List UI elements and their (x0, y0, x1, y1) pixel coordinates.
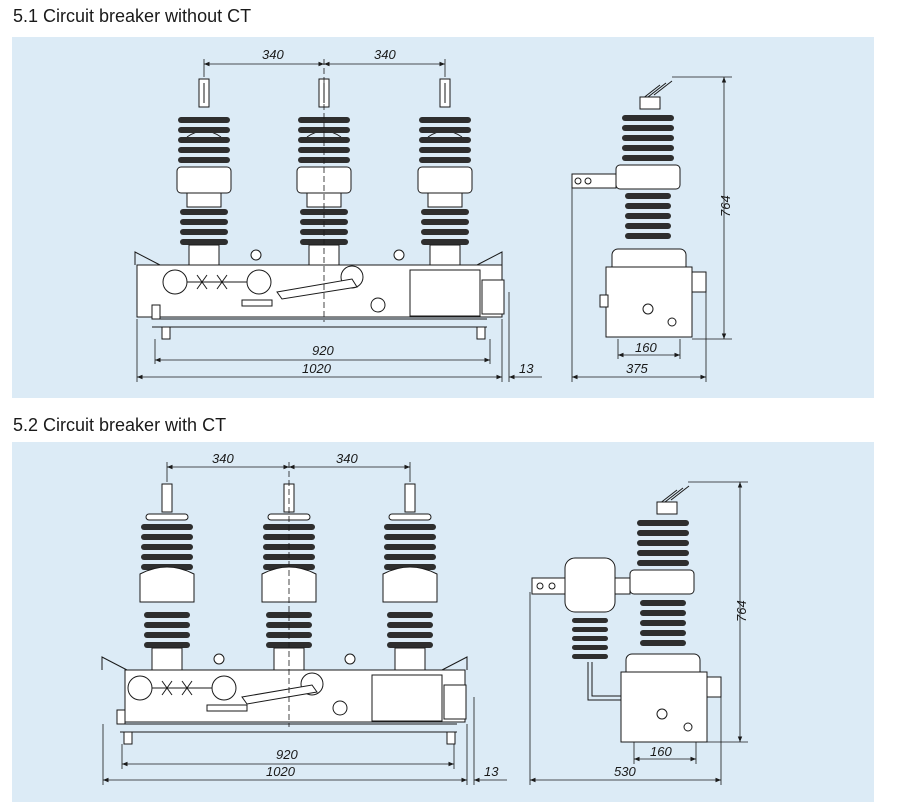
front-view (134, 78, 505, 340)
dim-frame-width-ct: 920 (276, 747, 298, 762)
dim-base-width: 160 (635, 340, 657, 355)
side-view-ct (531, 485, 722, 743)
breaker-frame-ct (101, 653, 468, 745)
dim-frame-width: 920 (312, 343, 334, 358)
dim-overall-width: 1020 (302, 361, 332, 376)
side-dimensions-ct (529, 481, 748, 785)
dim-height-ct: 764 (734, 600, 749, 622)
dim-offset-ct: 13 (484, 764, 499, 779)
drawing-panel-without-ct: 340 340 920 1020 13 (12, 37, 874, 398)
dim-depth: 375 (626, 361, 648, 376)
pole-3 (417, 78, 473, 266)
side-view (571, 80, 707, 338)
pole-2 (296, 78, 352, 266)
dim-overall-width-ct: 1020 (266, 764, 296, 779)
dim-depth-ct: 530 (614, 764, 636, 779)
section-title-with-ct: 5.2 Circuit breaker with CT (13, 415, 227, 435)
drawing-with-ct: 340 340 920 1020 13 (101, 451, 749, 785)
pole-1 (176, 78, 232, 266)
dim-height: 764 (718, 195, 733, 217)
pole-1-ct (139, 483, 195, 671)
drawing-panel-with-ct: 340 340 920 1020 13 (12, 442, 874, 802)
drawing-without-ct: 340 340 920 1020 13 (134, 47, 733, 382)
front-dimensions-ct (102, 462, 507, 785)
dim-offset: 13 (519, 361, 534, 376)
side-dimensions (571, 76, 732, 382)
front-view-ct (101, 483, 468, 745)
dim-base-width-ct: 160 (650, 744, 672, 759)
pole-3-ct (382, 483, 438, 671)
dim-spacing-left-ct: 340 (212, 451, 234, 466)
breaker-frame (134, 249, 505, 340)
dim-spacing-left: 340 (262, 47, 284, 62)
dim-spacing-right-ct: 340 (336, 451, 358, 466)
dim-spacing-right: 340 (374, 47, 396, 62)
section-title-without-ct: 5.1 Circuit breaker without CT (13, 6, 252, 26)
front-dimensions (136, 59, 542, 382)
